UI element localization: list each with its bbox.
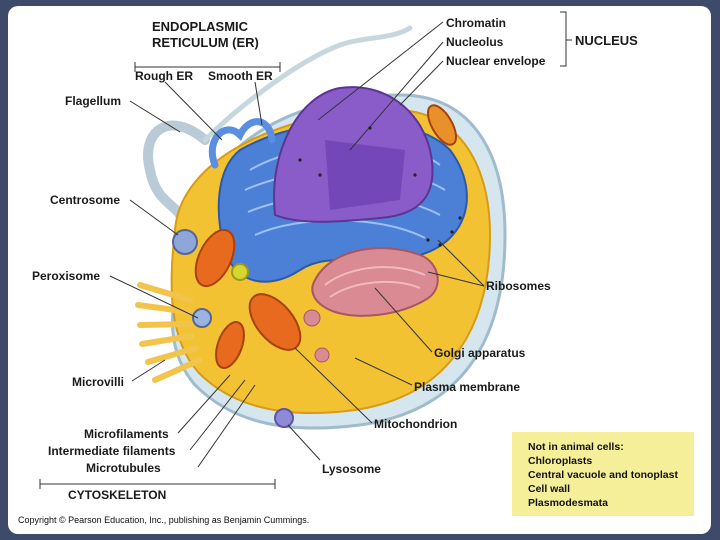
mitochondrion-shape bbox=[215, 321, 245, 369]
label-nucleus: NUCLEUS bbox=[575, 33, 638, 48]
golgi-vesicle bbox=[303, 309, 321, 327]
note-item: Cell wall bbox=[528, 483, 571, 495]
label-er-title-2: RETICULUM (ER) bbox=[152, 35, 259, 50]
lysosome-shape bbox=[274, 408, 294, 428]
note-title: Not in animal cells: bbox=[528, 441, 624, 453]
label-rough-er: Rough ER bbox=[135, 69, 193, 83]
label-flagellum: Flagellum bbox=[65, 94, 122, 108]
centriole-shape bbox=[231, 263, 249, 281]
microvilli-shape bbox=[135, 282, 203, 383]
mitochondrion-shape bbox=[427, 104, 457, 146]
label-microvilli: Microvilli bbox=[72, 375, 125, 389]
label-nucleolus: Nucleolus bbox=[446, 35, 504, 49]
peroxisome-shape bbox=[192, 308, 212, 328]
label-microtubules: Microtubules bbox=[86, 461, 161, 475]
golgi-folds bbox=[324, 266, 426, 298]
label-centrosome: Centrosome bbox=[50, 193, 121, 207]
note-box bbox=[512, 432, 694, 516]
label-mitochondrion: Mitochondrion bbox=[374, 417, 458, 431]
mitochondrion-shape bbox=[194, 228, 236, 288]
label-intermediate-filaments: Intermediate filaments bbox=[48, 444, 176, 458]
label-cytoskeleton: CYTOSKELETON bbox=[68, 488, 167, 502]
label-ribosomes: Ribosomes bbox=[486, 279, 551, 293]
flagellum-shape bbox=[143, 120, 210, 220]
label-golgi-apparatus: Golgi apparatus bbox=[434, 346, 526, 360]
label-microfilaments: Microfilaments bbox=[84, 427, 169, 441]
mitochondrion-shape bbox=[248, 293, 302, 351]
label-nuclear-envelope: Nuclear envelope bbox=[446, 54, 546, 68]
note-item: Chloroplasts bbox=[528, 455, 593, 467]
label-lysosome: Lysosome bbox=[322, 462, 381, 476]
label-er-title-1: ENDOPLASMIC bbox=[152, 19, 249, 34]
note-item: Central vacuole and tonoplast bbox=[528, 469, 678, 481]
smooth-er-shape bbox=[208, 118, 276, 169]
label-peroxisome: Peroxisome bbox=[32, 269, 101, 283]
copyright-text: Copyright © Pearson Education, Inc., pub… bbox=[18, 515, 310, 525]
label-plasma-membrane: Plasma membrane bbox=[414, 380, 521, 394]
flagellum-tail bbox=[202, 25, 413, 143]
label-chromatin: Chromatin bbox=[446, 16, 506, 30]
ribosome-dots bbox=[298, 126, 462, 247]
label-smooth-er: Smooth ER bbox=[208, 69, 273, 83]
golgi-vesicle bbox=[314, 347, 330, 363]
leader-lines bbox=[39, 11, 572, 489]
nucleolus-shape bbox=[325, 140, 405, 210]
note-item: Plasmodesmata bbox=[528, 497, 608, 509]
centrosome-shape bbox=[172, 229, 198, 255]
